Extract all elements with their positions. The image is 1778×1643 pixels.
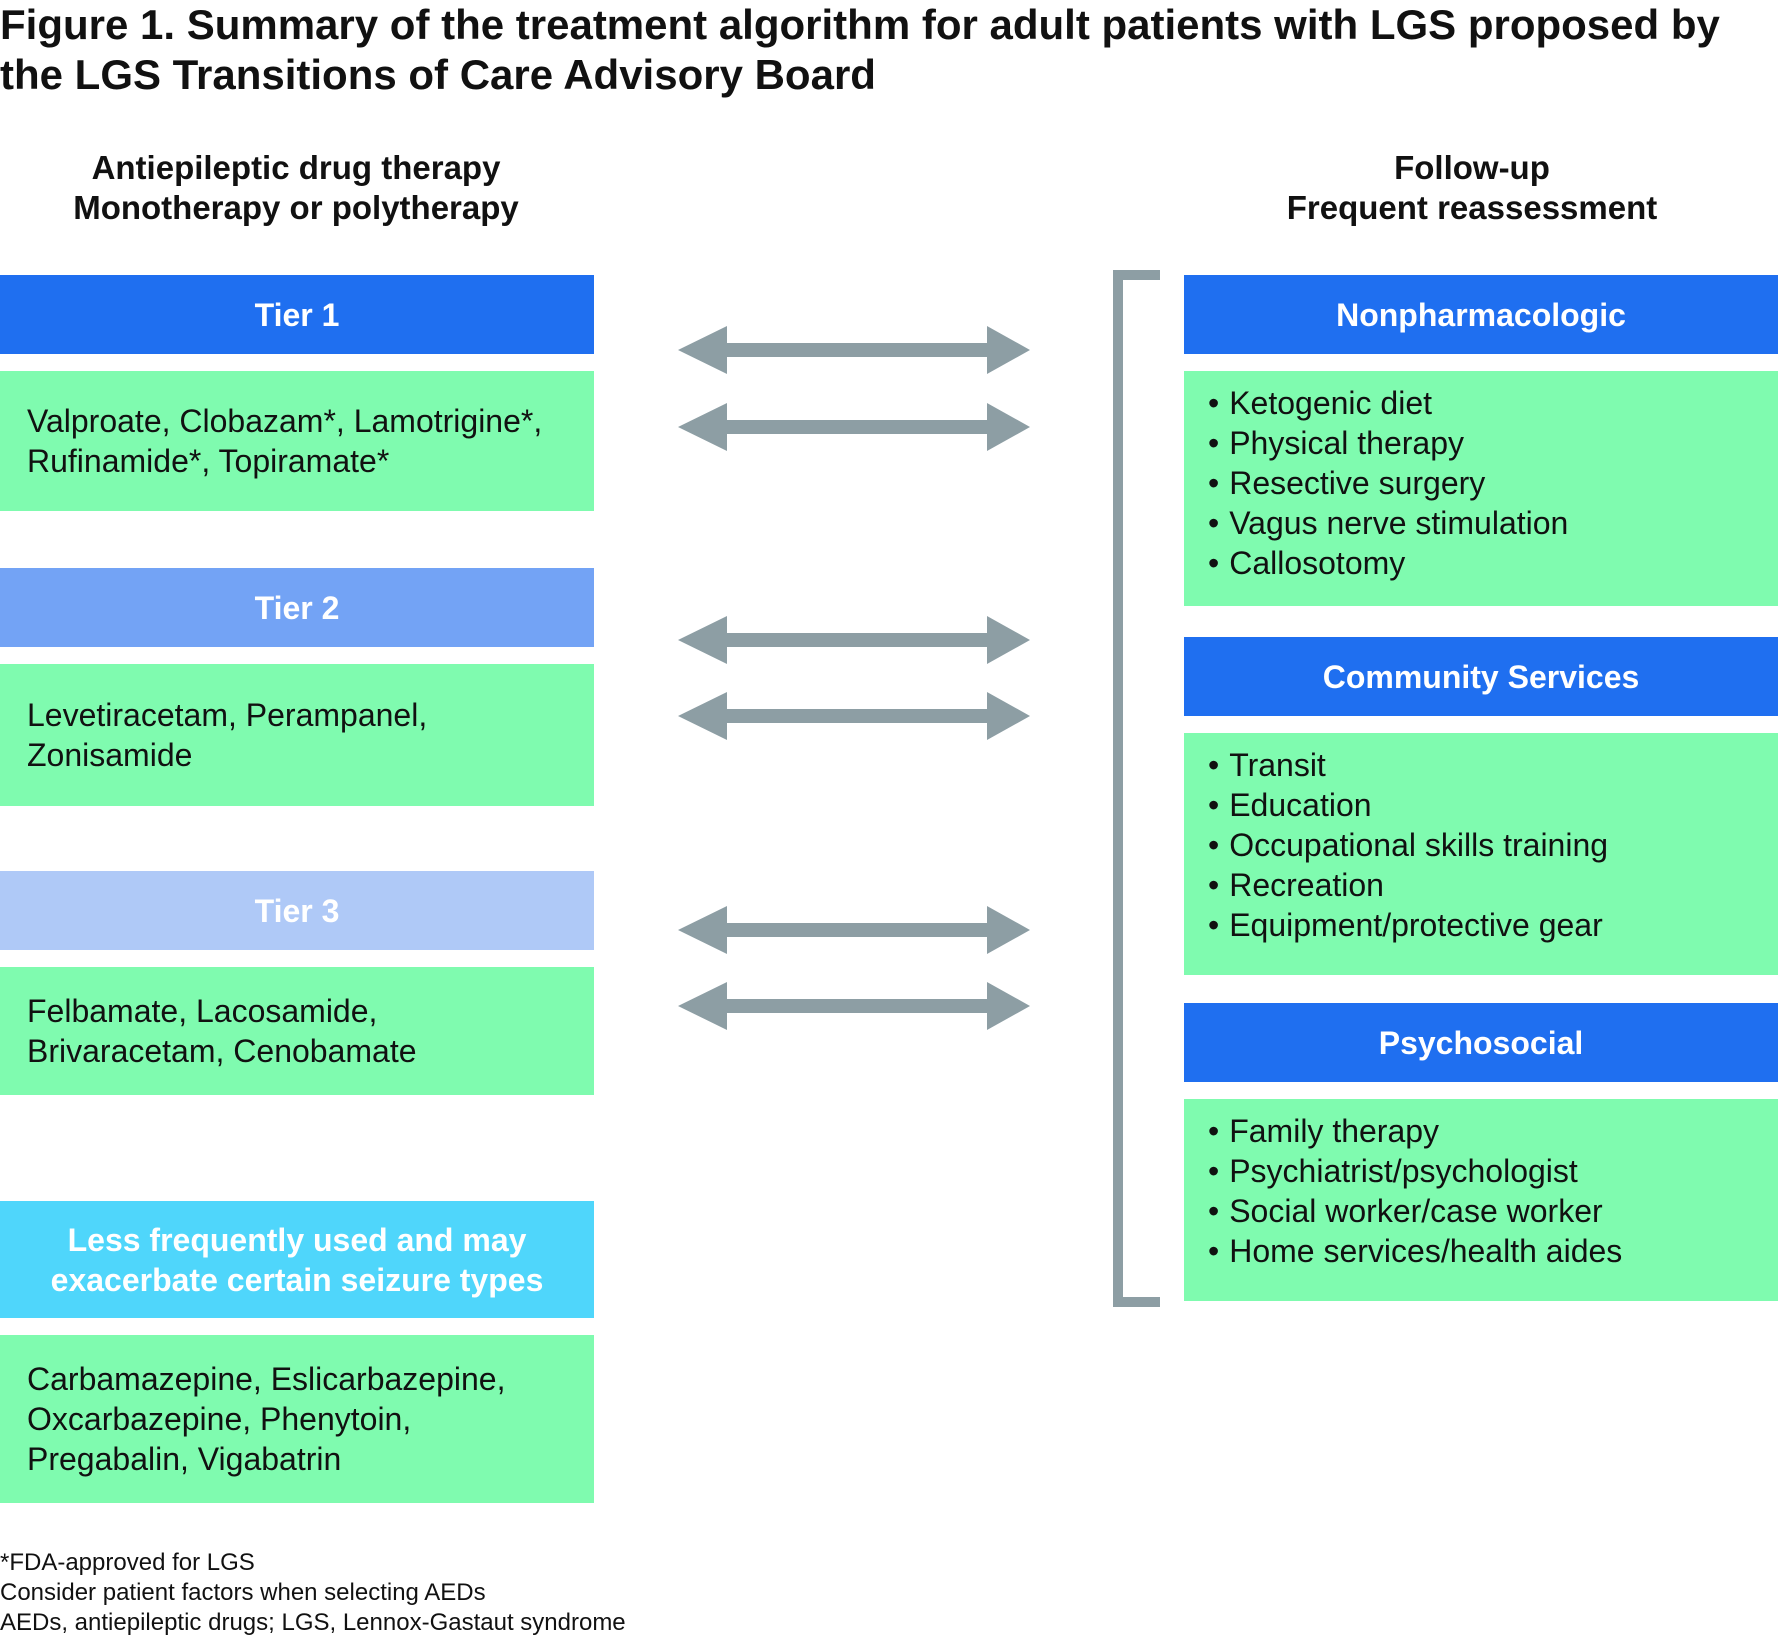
list-item: Transit bbox=[1208, 745, 1778, 785]
footnotes: *FDA-approved for LGS Consider patient f… bbox=[0, 1548, 626, 1638]
list-item: Callosotomy bbox=[1208, 543, 1778, 583]
tier-2-label: Tier 2 bbox=[254, 589, 340, 626]
footnote-abbreviations: AEDs, antiepileptic drugs; LGS, Lennox-G… bbox=[0, 1609, 626, 1636]
less-frequent-label-line-1: Less frequently used and may bbox=[67, 1221, 527, 1258]
list-item: Psychiatrist/psychologist bbox=[1208, 1151, 1778, 1191]
left-column-header: Antiepileptic drug therapy Monotherapy o… bbox=[0, 148, 592, 228]
right-column-header-line-2: Frequent reassessment bbox=[1286, 189, 1658, 226]
follow-up-bracket bbox=[1113, 270, 1160, 1307]
nonpharmacologic-box: Ketogenic diet Physical therapy Resectiv… bbox=[1184, 371, 1778, 606]
less-frequent-drug-box: Carbamazepine, Eslicarbazepine, Oxcarbaz… bbox=[0, 1335, 594, 1503]
footnote-patient-factors: Consider patient factors when selecting … bbox=[0, 1579, 486, 1606]
tier-1-bidirectional-arrow-upper bbox=[678, 326, 1030, 374]
psychosocial-label: Psychosocial bbox=[1378, 1024, 1584, 1061]
community-services-box: Transit Education Occupational skills tr… bbox=[1184, 733, 1778, 975]
right-column-header: Follow-up Frequent reassessment bbox=[1184, 148, 1760, 228]
tier-3-drugs-line-2: Brivaracetam, Cenobamate bbox=[27, 1033, 417, 1069]
less-frequent-drugs-line-1: Carbamazepine, Eslicarbazepine, bbox=[27, 1361, 506, 1397]
tier-1-header: Tier 1 bbox=[0, 275, 594, 354]
less-frequent-header: Less frequently used and may exacerbate … bbox=[0, 1201, 594, 1318]
nonpharmacologic-header: Nonpharmacologic bbox=[1184, 275, 1778, 354]
community-services-label: Community Services bbox=[1322, 658, 1640, 695]
psychosocial-box: Family therapy Psychiatrist/psychologist… bbox=[1184, 1099, 1778, 1301]
tier-2-bidirectional-arrow-upper bbox=[678, 616, 1030, 664]
tier-2-drugs-line-2: Zonisamide bbox=[27, 737, 193, 773]
tier-2-drug-box: Levetiracetam, Perampanel, Zonisamide bbox=[0, 664, 594, 806]
list-item: Social worker/case worker bbox=[1208, 1191, 1778, 1231]
community-services-list: Transit Education Occupational skills tr… bbox=[1208, 745, 1778, 945]
figure-title-line-1: Figure 1. Summary of the treatment algor… bbox=[0, 1, 1720, 48]
less-frequent-drugs-line-2: Oxcarbazepine, Phenytoin, bbox=[27, 1401, 412, 1437]
tier-1-drugs-line-1: Valproate, Clobazam*, Lamotrigine*, bbox=[27, 403, 543, 439]
less-frequent-drugs-line-3: Pregabalin, Vigabatrin bbox=[27, 1441, 342, 1477]
footnote-fda: *FDA-approved for LGS bbox=[0, 1549, 255, 1576]
psychosocial-list: Family therapy Psychiatrist/psychologist… bbox=[1208, 1111, 1778, 1271]
left-column-header-line-1: Antiepileptic drug therapy bbox=[91, 149, 501, 186]
tier-1-drug-box: Valproate, Clobazam*, Lamotrigine*, Rufi… bbox=[0, 371, 594, 511]
tier-2-drugs-line-1: Levetiracetam, Perampanel, bbox=[27, 697, 428, 733]
list-item: Equipment/protective gear bbox=[1208, 905, 1778, 945]
tier-3-drug-box: Felbamate, Lacosamide, Brivaracetam, Cen… bbox=[0, 967, 594, 1095]
list-item: Ketogenic diet bbox=[1208, 383, 1778, 423]
tier-3-bidirectional-arrow-upper bbox=[678, 906, 1030, 954]
list-item: Physical therapy bbox=[1208, 423, 1778, 463]
tier-3-header: Tier 3 bbox=[0, 871, 594, 950]
tier-3-label: Tier 3 bbox=[254, 892, 340, 929]
list-item: Occupational skills training bbox=[1208, 825, 1778, 865]
tier-1-drugs-line-2: Rufinamide*, Topiramate* bbox=[27, 443, 390, 479]
tier-3-bidirectional-arrow-lower bbox=[678, 982, 1030, 1030]
tier-1-bidirectional-arrow-lower bbox=[678, 403, 1030, 451]
tier-2-header: Tier 2 bbox=[0, 568, 594, 647]
psychosocial-header: Psychosocial bbox=[1184, 1003, 1778, 1082]
left-column-header-line-2: Monotherapy or polytherapy bbox=[73, 189, 519, 226]
tier-3-drugs-line-1: Felbamate, Lacosamide, bbox=[27, 993, 378, 1029]
list-item: Home services/health aides bbox=[1208, 1231, 1778, 1271]
tier-1-label: Tier 1 bbox=[254, 296, 340, 333]
list-item: Recreation bbox=[1208, 865, 1778, 905]
list-item: Vagus nerve stimulation bbox=[1208, 503, 1778, 543]
list-item: Resective surgery bbox=[1208, 463, 1778, 503]
list-item: Education bbox=[1208, 785, 1778, 825]
community-services-header: Community Services bbox=[1184, 637, 1778, 716]
nonpharmacologic-list: Ketogenic diet Physical therapy Resectiv… bbox=[1208, 383, 1778, 583]
list-item: Family therapy bbox=[1208, 1111, 1778, 1151]
figure-title-line-2: the LGS Transitions of Care Advisory Boa… bbox=[0, 51, 876, 98]
figure-title: Figure 1. Summary of the treatment algor… bbox=[0, 0, 1760, 100]
less-frequent-label-line-2: exacerbate certain seizure types bbox=[50, 1261, 544, 1298]
nonpharmacologic-label: Nonpharmacologic bbox=[1336, 296, 1626, 333]
tier-2-bidirectional-arrow-lower bbox=[678, 692, 1030, 740]
right-column-header-line-1: Follow-up bbox=[1394, 149, 1550, 186]
